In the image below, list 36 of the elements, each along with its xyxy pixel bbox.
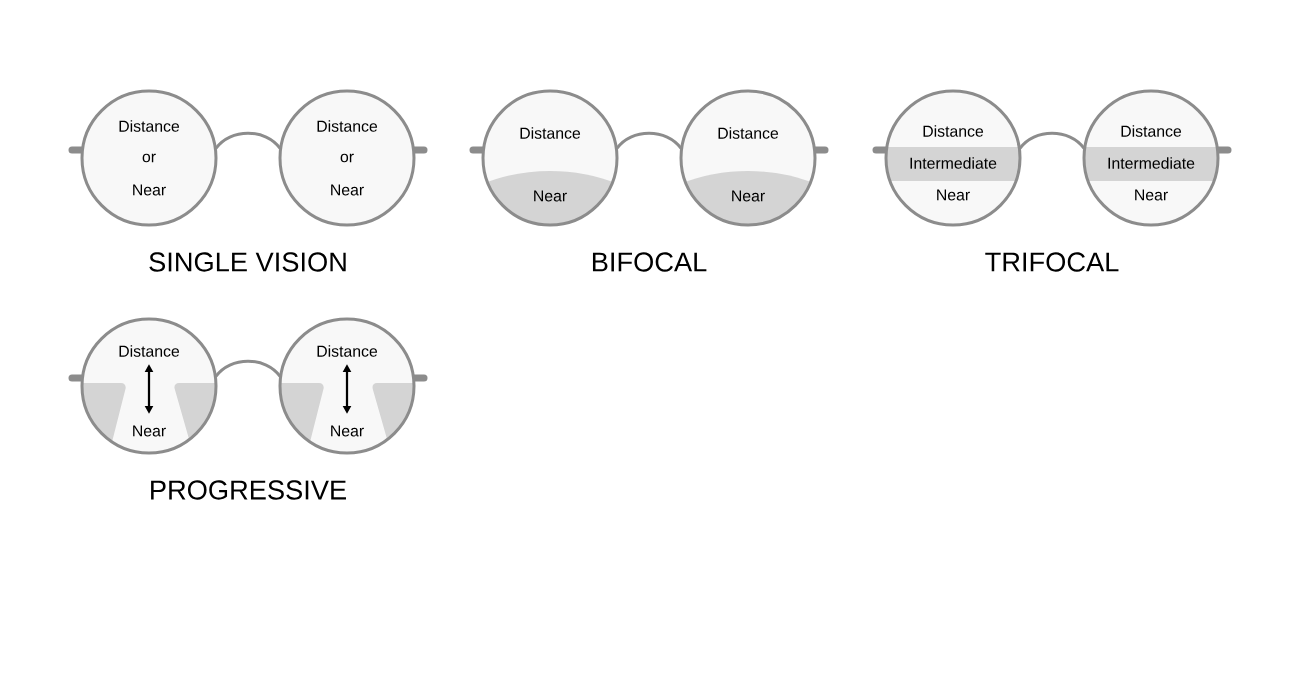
lens-circle — [80, 89, 218, 227]
glasses-title: BIFOCAL — [592, 252, 707, 272]
glasses-title: TRIFOCAL — [985, 252, 1119, 272]
lens-label: Distance — [923, 125, 984, 137]
glasses-title: SINGLE VISION — [149, 252, 346, 272]
lens-label: Distance — [718, 127, 779, 139]
lens-label: Intermediate — [910, 157, 997, 169]
bridge — [1018, 131, 1086, 150]
lens-label: Near — [133, 425, 166, 437]
lens-label: Distance — [317, 120, 378, 132]
bridge — [615, 131, 683, 150]
lens-label: Distance — [119, 120, 180, 132]
lens-label: Intermediate — [1108, 157, 1195, 169]
glasses-title: PROGRESSIVE — [151, 480, 346, 500]
bridge — [214, 359, 282, 378]
lens-label: Distance — [119, 345, 180, 357]
lens-label: Near — [937, 189, 970, 201]
lens-label: Distance — [1121, 125, 1182, 137]
lens-label: Near — [732, 190, 765, 202]
lens-circle — [278, 317, 416, 455]
lens-circle — [481, 89, 619, 227]
lens-label: Near — [133, 184, 166, 196]
lens-label: Near — [331, 425, 364, 437]
lens-label: or — [340, 153, 354, 163]
lens-label: or — [142, 153, 156, 163]
lens-label: Distance — [520, 127, 581, 139]
lens-circle — [884, 89, 1022, 227]
lens-circle — [80, 317, 218, 455]
lens-circle — [1082, 89, 1220, 227]
bridge — [214, 131, 282, 150]
lens-label: Distance — [317, 345, 378, 357]
lens-circle — [278, 89, 416, 227]
lens-label: Near — [331, 184, 364, 196]
lens-circle — [679, 89, 817, 227]
lens-label: Near — [1135, 189, 1168, 201]
lens-label: Near — [534, 190, 567, 202]
